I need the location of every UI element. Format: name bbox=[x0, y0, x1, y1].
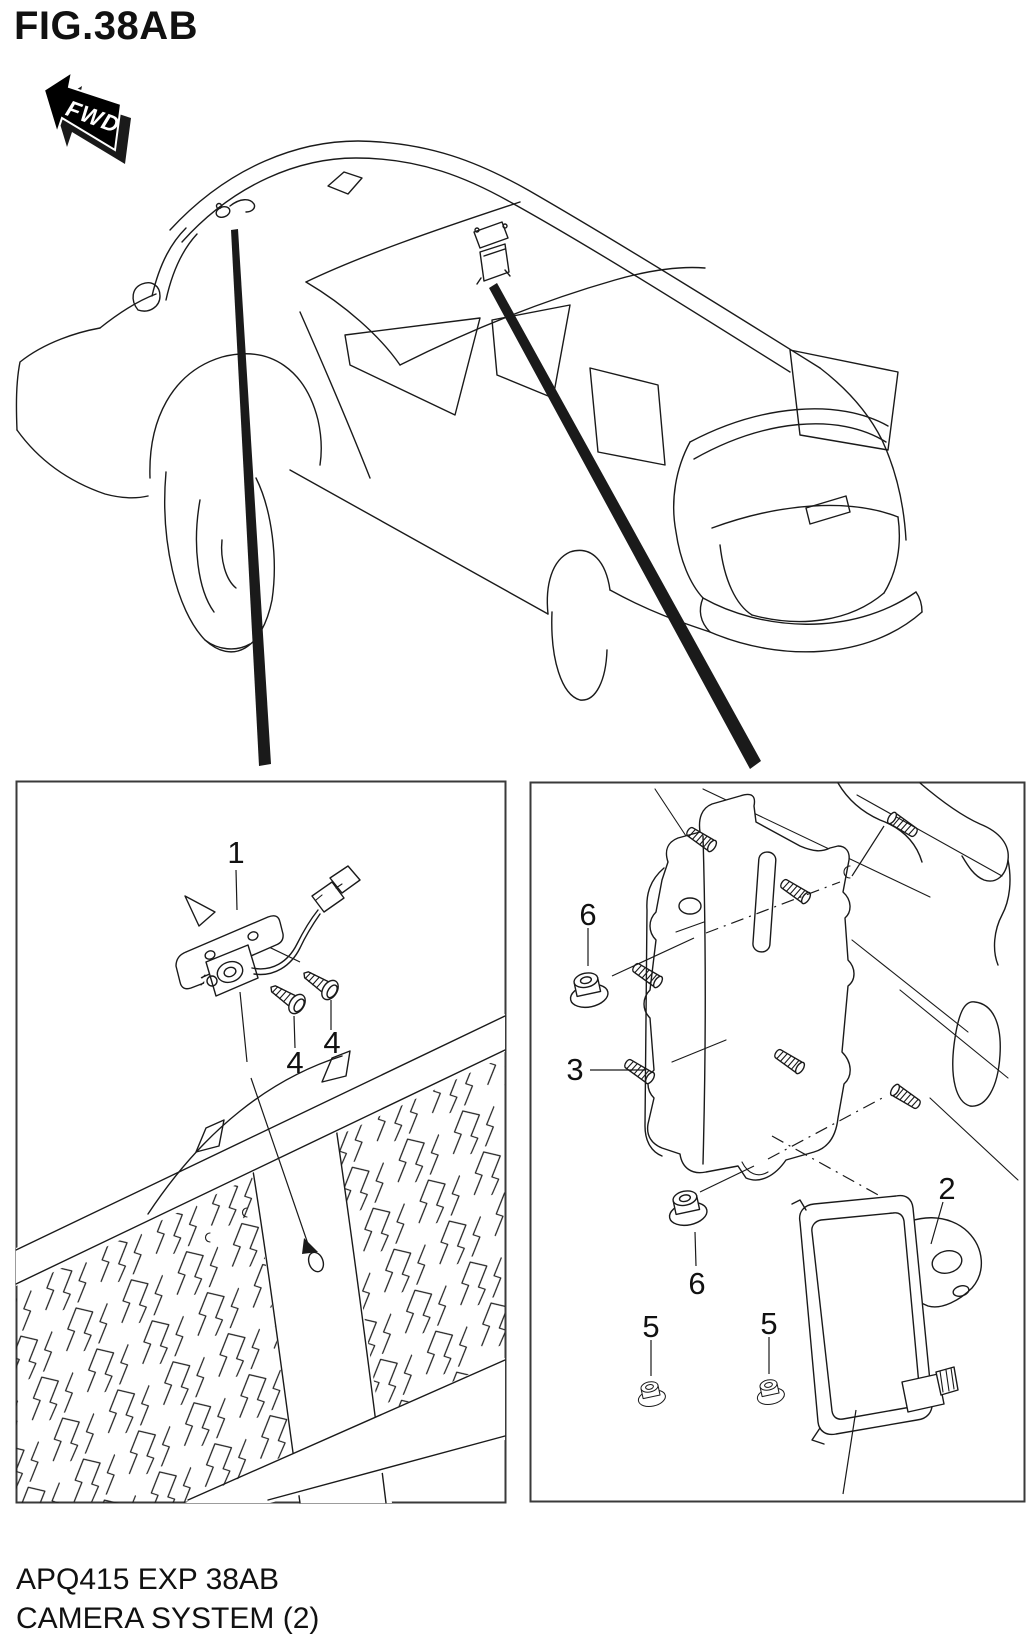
callout-wedge-camera bbox=[231, 229, 271, 766]
callout-wedge-controller bbox=[489, 283, 761, 769]
callout-2: 2 bbox=[938, 1171, 956, 1206]
figure-title: FIG.38AB bbox=[14, 4, 199, 48]
callout-5: 5 bbox=[760, 1306, 778, 1341]
callout-4: 4 bbox=[286, 1045, 304, 1080]
callout-1: 1 bbox=[227, 835, 245, 870]
camera-on-vehicle bbox=[215, 199, 256, 218]
callout-5: 5 bbox=[642, 1309, 660, 1344]
footer-caption: CAMERA SYSTEM (2) bbox=[16, 1602, 320, 1635]
footer-code: APQ415 EXP 38AB bbox=[16, 1563, 279, 1596]
callout-4: 4 bbox=[323, 1025, 341, 1060]
callout-6: 6 bbox=[688, 1266, 706, 1301]
vehicle-outline bbox=[15, 140, 923, 701]
fwd-arrow-icon bbox=[42, 69, 131, 164]
controller-detail-box bbox=[529, 781, 1026, 1503]
callout-6: 6 bbox=[579, 897, 597, 932]
controller-on-vehicle bbox=[473, 221, 511, 285]
controller-detail-content bbox=[565, 782, 1019, 1495]
camera-detail-content bbox=[15, 865, 506, 1504]
figure-footer: APQ415 EXP 38AB CAMERA SYSTEM (2) bbox=[16, 1560, 319, 1638]
callout-3: 3 bbox=[566, 1052, 584, 1087]
